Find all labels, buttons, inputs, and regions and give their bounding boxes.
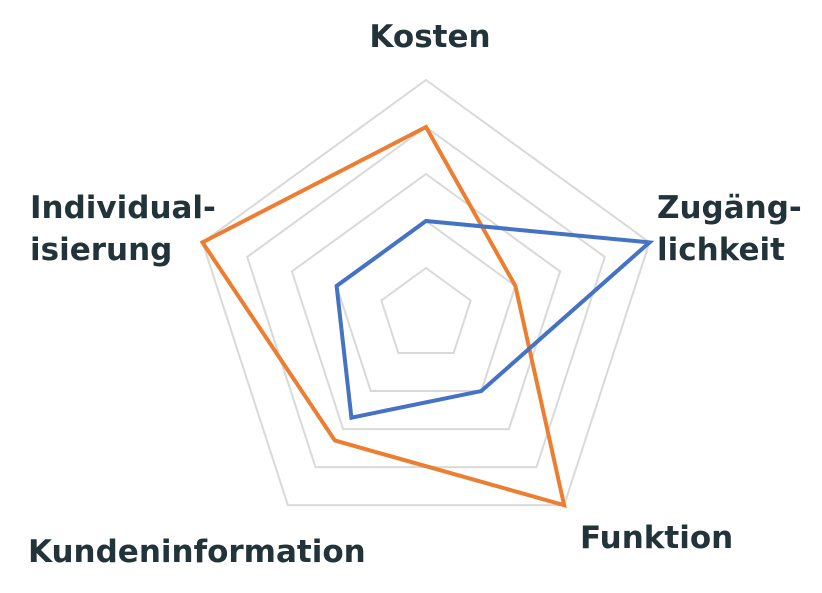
grid-ring-5 xyxy=(201,78,651,507)
axis-label-5: Individual-isierung xyxy=(30,190,216,268)
axis-label-3: Funktion xyxy=(580,520,733,556)
axis-label-4: Kundeninformation xyxy=(28,534,366,570)
axis-label-line: lichkeit xyxy=(657,232,785,268)
axis-label-2: Zugäng-lichkeit xyxy=(657,190,802,268)
axis-label-line: Funktion xyxy=(580,520,733,556)
axis-label-1: Kosten xyxy=(369,19,490,55)
axis-label-line: Kundeninformation xyxy=(28,534,366,570)
axis-label-line: Zugäng- xyxy=(657,190,802,226)
grid-ring-1 xyxy=(380,266,472,355)
radar-grid xyxy=(201,78,651,507)
axis-label-line: Individual- xyxy=(30,190,216,226)
axis-label-line: Kosten xyxy=(369,19,490,55)
grid-ring-3 xyxy=(290,172,562,431)
radar-series xyxy=(199,124,655,508)
axis-label-line: isierung xyxy=(30,232,172,268)
grid-ring-2 xyxy=(335,219,517,393)
series-line-2 xyxy=(334,218,655,421)
series-line-1 xyxy=(199,124,567,508)
